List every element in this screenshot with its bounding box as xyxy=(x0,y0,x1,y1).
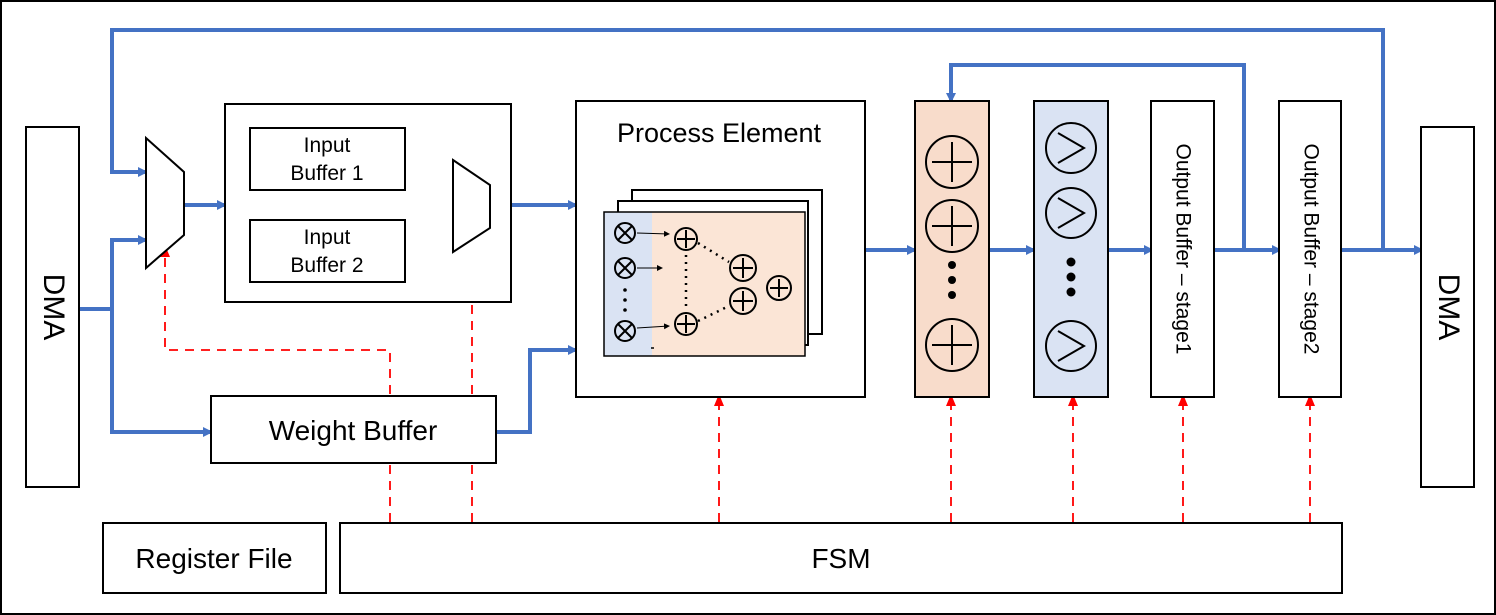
circled-greater-than-icon xyxy=(1045,187,1097,239)
circled-greater-than-icon xyxy=(1045,122,1097,174)
compare-column xyxy=(1033,100,1109,398)
fsm: FSM xyxy=(339,522,1343,594)
circled-plus-icon xyxy=(729,287,757,315)
vertical-dots-icon xyxy=(948,261,956,299)
data-flow-lines xyxy=(80,28,1424,437)
circled-plus-icon xyxy=(674,312,698,336)
weight-buffer-label: Weight Buffer xyxy=(269,415,438,446)
process-element: Process Element xyxy=(575,100,866,398)
fsm-label: FSM xyxy=(811,543,870,574)
pe-array-card xyxy=(603,211,806,357)
output-buffer-stage1-label: Output Buffer – stage1 xyxy=(1171,144,1194,355)
output-buffer-stage1: Output Buffer – stage1 xyxy=(1150,100,1215,398)
process-element-title: Process Element xyxy=(617,118,822,148)
circled-plus-icon xyxy=(925,135,979,189)
register-file-label: Register File xyxy=(135,543,292,574)
circled-plus-icon xyxy=(925,318,979,372)
input-buffer-block: Input Buffer 1 Input Buffer 2 xyxy=(224,103,512,303)
buffer-select-multiplexer xyxy=(452,158,491,254)
vertical-dots-icon xyxy=(1066,257,1076,297)
input-buffer-1-label-line2: Buffer 1 xyxy=(290,162,363,185)
circled-plus-icon xyxy=(766,275,792,301)
input-buffer-2-label-line1: Input xyxy=(304,226,351,249)
input-buffer-2-label-line2: Buffer 2 xyxy=(290,254,363,277)
circled-times-icon xyxy=(614,222,636,244)
input-multiplexer xyxy=(145,135,185,271)
circled-plus-icon xyxy=(729,254,757,282)
weight-buffer: Weight Buffer xyxy=(210,395,497,464)
output-buffer-stage2: Output Buffer – stage2 xyxy=(1278,100,1342,398)
dma-output-label: DMA xyxy=(1432,274,1465,341)
circled-greater-than-icon xyxy=(1045,320,1097,372)
circled-plus-icon xyxy=(674,227,698,251)
dma-input-label: DMA xyxy=(37,274,70,341)
circled-times-icon xyxy=(614,320,636,342)
output-buffer-stage2-label: Output Buffer – stage2 xyxy=(1299,144,1322,355)
vertical-dots-icon xyxy=(623,288,627,312)
input-buffer-2: Input Buffer 2 xyxy=(249,219,406,283)
dma-input-block: DMA xyxy=(25,126,80,488)
circled-plus-icon xyxy=(925,199,979,253)
dma-output-block: DMA xyxy=(1420,126,1475,488)
circled-times-icon xyxy=(614,257,636,279)
adder-column xyxy=(914,100,990,398)
input-buffer-1: Input Buffer 1 xyxy=(249,127,406,191)
register-file: Register File xyxy=(102,522,327,594)
input-buffer-1-label-line1: Input xyxy=(304,134,351,157)
